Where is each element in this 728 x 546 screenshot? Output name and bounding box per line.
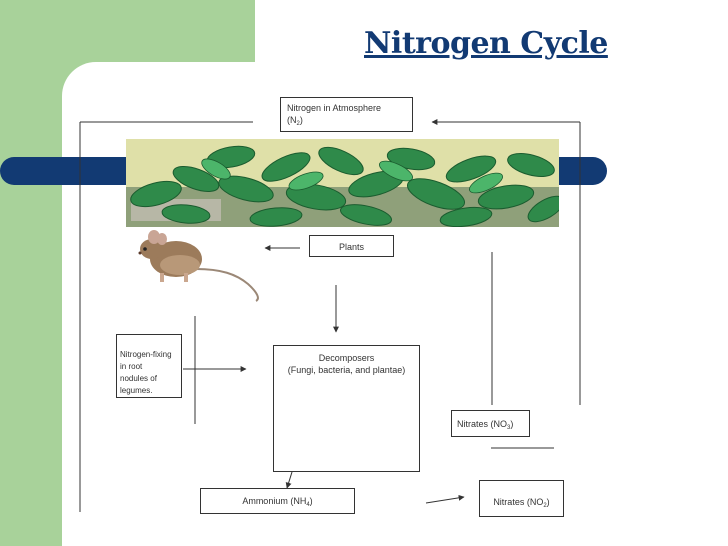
- arrow-to-nitrates-no2: [425, 494, 465, 504]
- atmosphere-formula-suffix: ): [299, 115, 303, 125]
- atmosphere-formula: (N2): [287, 114, 406, 127]
- decomposers-examples: (Fungi, bacteria, and plantae): [287, 365, 406, 375]
- atmosphere-node: Nitrogen in Atmosphere (N2): [280, 97, 413, 132]
- ammonium-node: Ammonium (NH4): [200, 488, 355, 514]
- nitrates-no2-prefix: Nitrates (NO: [493, 497, 544, 507]
- nitrates-no3-suffix: ): [510, 419, 514, 429]
- ammonium-prefix: Ammonium (NH: [242, 496, 307, 506]
- plants-node: Plants: [309, 235, 394, 257]
- plants-illustration: [126, 139, 559, 227]
- ammonium-suffix: ): [309, 496, 313, 506]
- atmosphere-formula-prefix: (N: [287, 115, 297, 125]
- fixing-line-3: nodules of: [120, 374, 157, 383]
- decomposers-label: Decomposers: [318, 353, 375, 363]
- fixing-line-4: legumes.: [120, 386, 153, 395]
- fixing-line-1: Nitrogen-fixing: [120, 350, 172, 359]
- atmosphere-formula-subscript: 2: [296, 121, 300, 127]
- slide-title: Nitrogen Cycle: [364, 26, 608, 61]
- decomposers-node: Decomposers (Fungi, bacteria, and planta…: [273, 345, 420, 472]
- nitrates-no2-subscript: 2: [543, 503, 547, 509]
- arrow-to-ammonium: [285, 471, 293, 489]
- fixing-line-2: in root: [120, 362, 143, 371]
- nitrogen-fixing-node: Nitrogen-fixing in root nodules of legum…: [116, 334, 182, 398]
- nitrates-no2-suffix: ): [546, 497, 550, 507]
- mouse-illustration: [138, 230, 259, 302]
- nitrates-no2-node: Nitrates (NO2): [479, 480, 564, 517]
- nitrates-no3-subscript: 3: [507, 425, 511, 431]
- nitrates-no3-node: Nitrates (NO3): [451, 410, 530, 437]
- nitrates-no3-prefix: Nitrates (NO: [457, 419, 508, 429]
- ammonium-subscript: 4: [306, 502, 310, 508]
- atmosphere-label: Nitrogen in Atmosphere: [287, 103, 382, 113]
